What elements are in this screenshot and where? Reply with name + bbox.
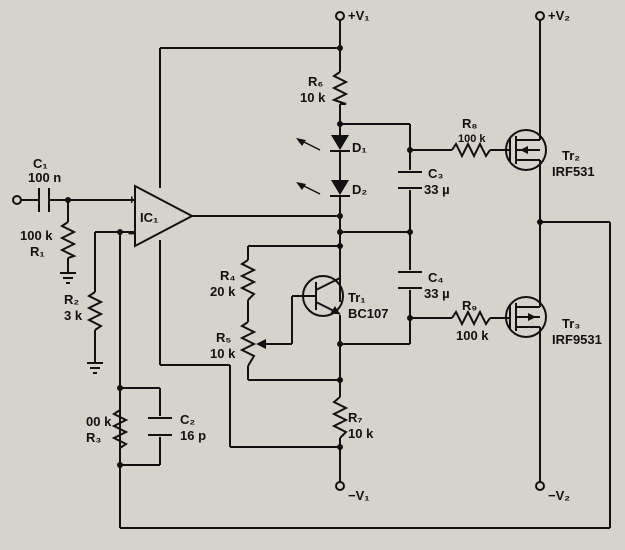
ground-symbol [60,272,76,284]
c2-ref: C₂ [180,412,195,427]
r7-value: 10 k [348,426,374,441]
pos-v2-terminal [535,11,545,21]
mosfet-tr2 [505,129,547,171]
resistor-r6 [331,71,349,105]
wires [20,20,611,529]
junction-dots [65,45,543,468]
led-d2 [296,180,350,197]
r4-value: 20 k [210,284,236,299]
r3-value: 00 k [86,414,112,429]
r1-ref: R₁ [30,244,45,259]
terminals [12,11,545,491]
d1-ref: D₁ [352,140,367,155]
resistor-r9 [451,309,491,327]
neg-v1-terminal [335,481,345,491]
tr3-ref: Tr₃ [562,316,580,331]
input-terminal [12,195,22,205]
r6-value: 10 k [300,90,326,105]
c1-value: 100 n [28,170,61,185]
tr2-ref: Tr₂ [562,148,580,163]
r3-ref: R₃ [86,430,101,445]
r2-value: 3 k [64,308,83,323]
pos-v1-terminal [335,11,345,21]
tr3-value: IRF9531 [552,332,602,347]
r5-ref: R₅ [216,330,231,345]
c4-value: 33 µ [424,286,450,301]
c3-ref: C₃ [428,166,443,181]
resistor-r8 [451,141,491,159]
r9-value: 100 k [456,328,489,343]
neg-v2-terminal [535,481,545,491]
c1-ref: C₁ [33,156,48,171]
resistor-r4 [239,259,257,301]
r1-value: 100 k [20,228,53,243]
r8-value: 100 k [458,133,486,145]
r5-value: 10 k [210,346,236,361]
ground-symbol [87,362,103,374]
r8-ref: R₈ [462,116,477,131]
resistor-r3 [111,409,129,449]
led-d1 [296,135,350,180]
ic1-ref: IC₁ [140,210,158,225]
mosfet-tr3 [505,296,547,338]
tr1-ref: Tr₁ [348,290,366,305]
d2-ref: D₂ [352,182,367,197]
capacitor-c1 [38,188,50,212]
r2-ref: R₂ [64,292,79,307]
c2-value: 16 p [180,428,206,443]
neg-v1-label: −V₁ [348,488,370,503]
potentiometer-r5 [239,321,280,367]
capacitor-c4 [398,271,422,289]
labels: +V₁ −V₁ +V₂ −V₂ C₁ 100 n 100 k R₁ IC₁ + … [20,8,602,503]
tr2-value: IRF531 [552,164,595,179]
r7-ref: R₇ [348,410,363,425]
r4-ref: R₄ [220,268,236,283]
c4-ref: C₄ [428,270,444,285]
neg-v2-label: −V₂ [548,488,570,503]
c3-value: 33 µ [424,182,450,197]
resistor-r2 [86,291,104,331]
r6-ref: R₆ [308,74,323,89]
pos-v1-label: +V₁ [348,8,370,23]
ic1-minus: − [128,226,136,241]
pos-v2-label: +V₂ [548,8,570,23]
transistor-tr1 [302,268,344,317]
capacitor-c3 [398,171,422,189]
op-amp-ic1 [134,184,195,248]
resistor-r7 [331,396,349,439]
ic1-plus: + [128,192,136,207]
resistor-r1 [59,221,77,259]
capacitor-c2 [148,417,172,436]
tr1-value: BC107 [348,306,388,321]
r9-ref: R₉ [462,298,477,313]
